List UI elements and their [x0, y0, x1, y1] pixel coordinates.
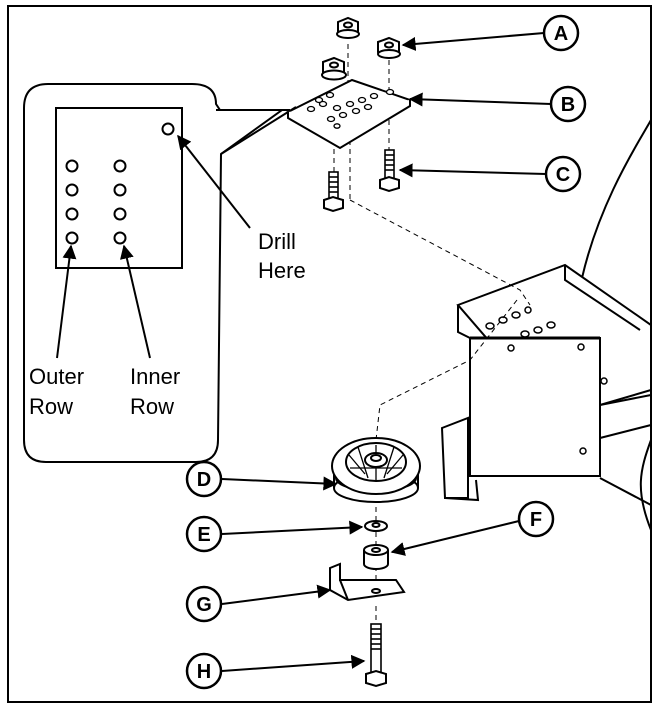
svg-text:E: E [197, 524, 210, 546]
svg-text:D: D [197, 469, 211, 491]
hex-bolt [366, 624, 386, 686]
callout-C: C [546, 157, 580, 191]
svg-text:B: B [561, 94, 575, 116]
svg-text:C: C [556, 164, 570, 186]
inner-row-hole [115, 185, 126, 196]
inner-row-hole [115, 209, 126, 220]
drill-here-label: Drill [258, 229, 296, 254]
bracket-plate [288, 80, 410, 148]
outer-row-hole [67, 233, 78, 244]
callout-G: G [187, 587, 221, 621]
outer-row-hole [67, 209, 78, 220]
idler-pulley [332, 438, 420, 502]
flange-nut [378, 38, 400, 58]
outer-row-label: Outer [29, 364, 84, 389]
inner-row-label: Inner [130, 364, 180, 389]
flange-nut [322, 58, 346, 80]
callout-B: B [551, 87, 585, 121]
callout-A: A [544, 16, 578, 50]
flange-nut [337, 18, 359, 38]
carriage-bolt [324, 172, 343, 211]
callout-H: H [187, 654, 221, 688]
outer-row-hole [67, 185, 78, 196]
svg-text:G: G [196, 594, 212, 616]
svg-text:A: A [554, 23, 568, 45]
angle-bracket [330, 564, 404, 600]
flat-washer [365, 521, 387, 531]
inner-row-label: Row [130, 394, 174, 419]
svg-text:H: H [197, 661, 211, 683]
svg-text:F: F [530, 509, 542, 531]
spacer [364, 545, 388, 569]
inner-row-hole [115, 233, 126, 244]
callout-D: D [187, 462, 221, 496]
callout-E: E [187, 517, 221, 551]
mounting-plate-front [470, 338, 600, 476]
drill-here-label: Here [258, 258, 306, 283]
drill-hole [163, 124, 174, 135]
inner-row-hole [115, 161, 126, 172]
carriage-bolt [380, 150, 399, 191]
callout-F: F [519, 502, 553, 536]
outer-row-hole [67, 161, 78, 172]
outer-row-label: Row [29, 394, 73, 419]
